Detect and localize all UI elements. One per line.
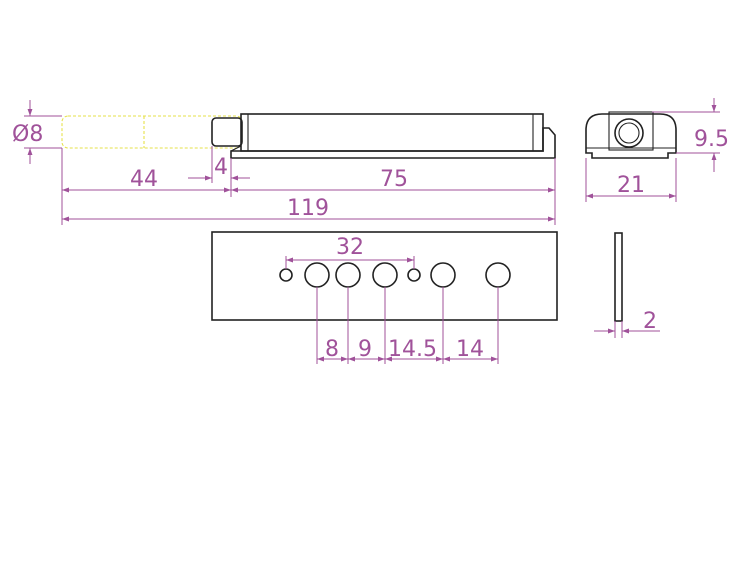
small-hole-right (407, 268, 421, 282)
plunger-end-circle (614, 118, 644, 148)
width-label: 21 (617, 173, 645, 198)
hole-3 (372, 262, 398, 288)
plate-view: 32 8 9 14.5 14 (211, 231, 558, 364)
dim-119-label: 119 (287, 196, 329, 221)
small-hole-left (279, 268, 293, 282)
latch-base-flange (230, 127, 556, 159)
hole-2 (335, 262, 361, 288)
end-view: 9.5 21 (585, 98, 729, 202)
extended-plunger-ghost (61, 115, 243, 149)
spacing-9-label: 9 (358, 337, 372, 362)
dim-44-label: 44 (130, 167, 158, 192)
spacing-32-label: 32 (336, 235, 364, 260)
hole-4 (430, 262, 456, 288)
height-label: 9.5 (694, 127, 729, 152)
spacing-14-5-label: 14.5 (388, 337, 437, 362)
plate-edge (614, 232, 623, 322)
hole-1 (304, 262, 330, 288)
hole-5 (485, 262, 511, 288)
thickness-label: 2 (643, 309, 657, 334)
spacing-8-label: 8 (325, 337, 339, 362)
plunger-tip (211, 117, 243, 147)
end-profile (585, 113, 677, 159)
spacing-14-label: 14 (456, 337, 484, 362)
latch-body (240, 113, 544, 152)
dim-75-label: 75 (380, 167, 408, 192)
side-view: Ø8 44 4 75 119 (12, 100, 556, 225)
diameter-label: Ø8 (12, 122, 43, 147)
thickness-view: 2 (594, 232, 660, 338)
dim-4-label: 4 (214, 155, 228, 180)
